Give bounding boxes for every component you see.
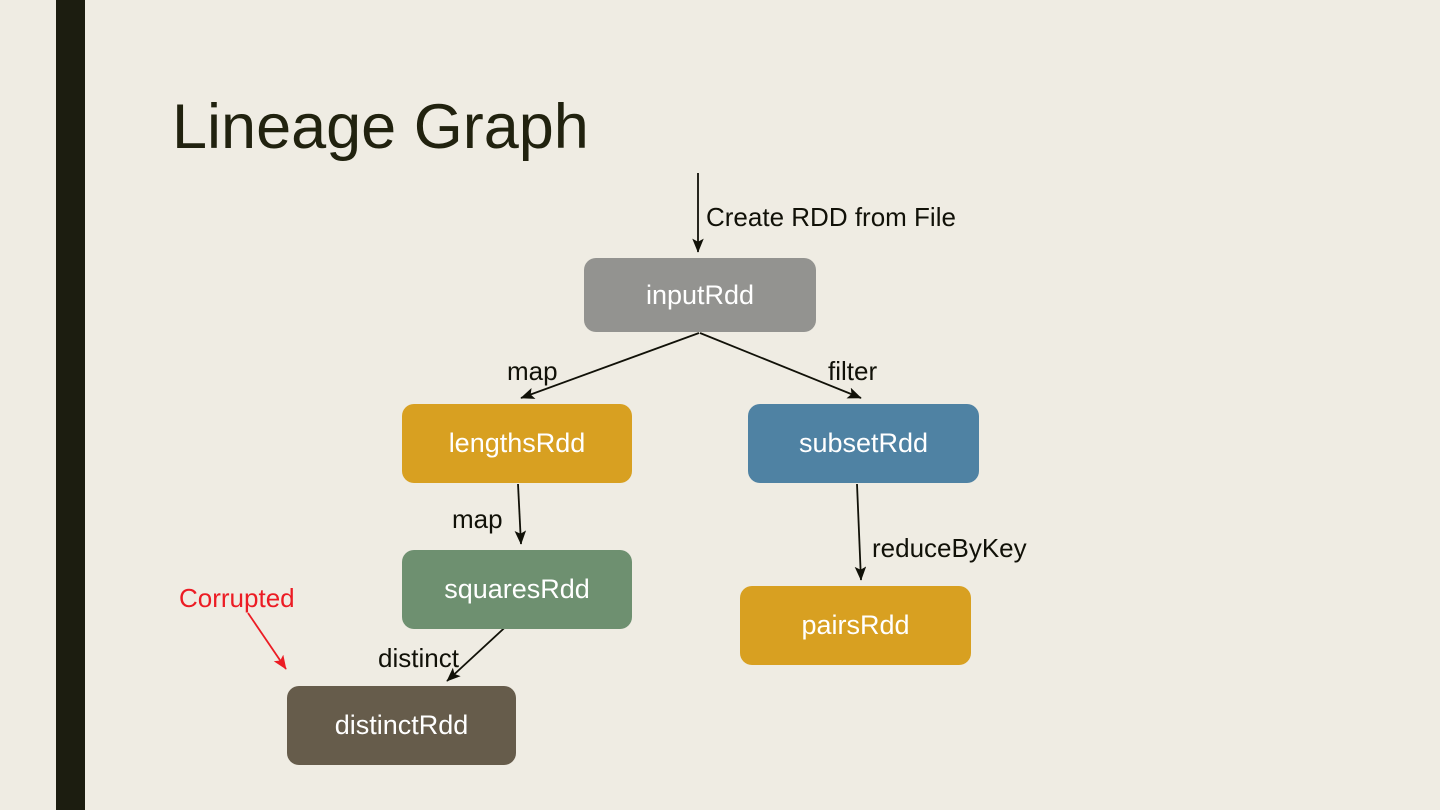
page-title: Lineage Graph (172, 92, 589, 162)
left-accent-bar (56, 0, 85, 810)
node-label-inputRdd: inputRdd (645, 279, 755, 310)
edge-label-reducebykey-subset-pairs: reduceByKey (872, 533, 1027, 563)
node-pairsRdd[interactable]: pairsRdd (740, 586, 971, 665)
annotation-label-corrupted: Corrupted (179, 583, 295, 613)
node-label-pairsRdd: pairsRdd (801, 610, 910, 640)
edge-label-create-rdd-from-file: Create RDD from File (706, 202, 956, 232)
node-squaresRdd[interactable]: squaresRdd (402, 550, 632, 629)
node-label-distinctRdd: distinctRdd (334, 710, 469, 740)
edge-label-map-lengths-squares: map (452, 504, 503, 534)
edge-label-map-input-lengths: map (507, 356, 558, 386)
node-subsetRdd[interactable]: subsetRdd (748, 404, 979, 483)
edge-label-filter-input-subset: filter (828, 356, 878, 386)
node-label-squaresRdd: squaresRdd (444, 574, 590, 604)
node-lengthsRdd[interactable]: lengthsRdd (402, 404, 632, 483)
node-distinctRdd[interactable]: distinctRdd (287, 686, 516, 765)
node-label-lengthsRdd: lengthsRdd (448, 428, 586, 458)
edge-label-distinct-squares-distinct: distinct (378, 643, 459, 673)
node-label-subsetRdd: subsetRdd (798, 428, 929, 458)
node-inputRdd[interactable]: inputRdd (584, 258, 816, 332)
